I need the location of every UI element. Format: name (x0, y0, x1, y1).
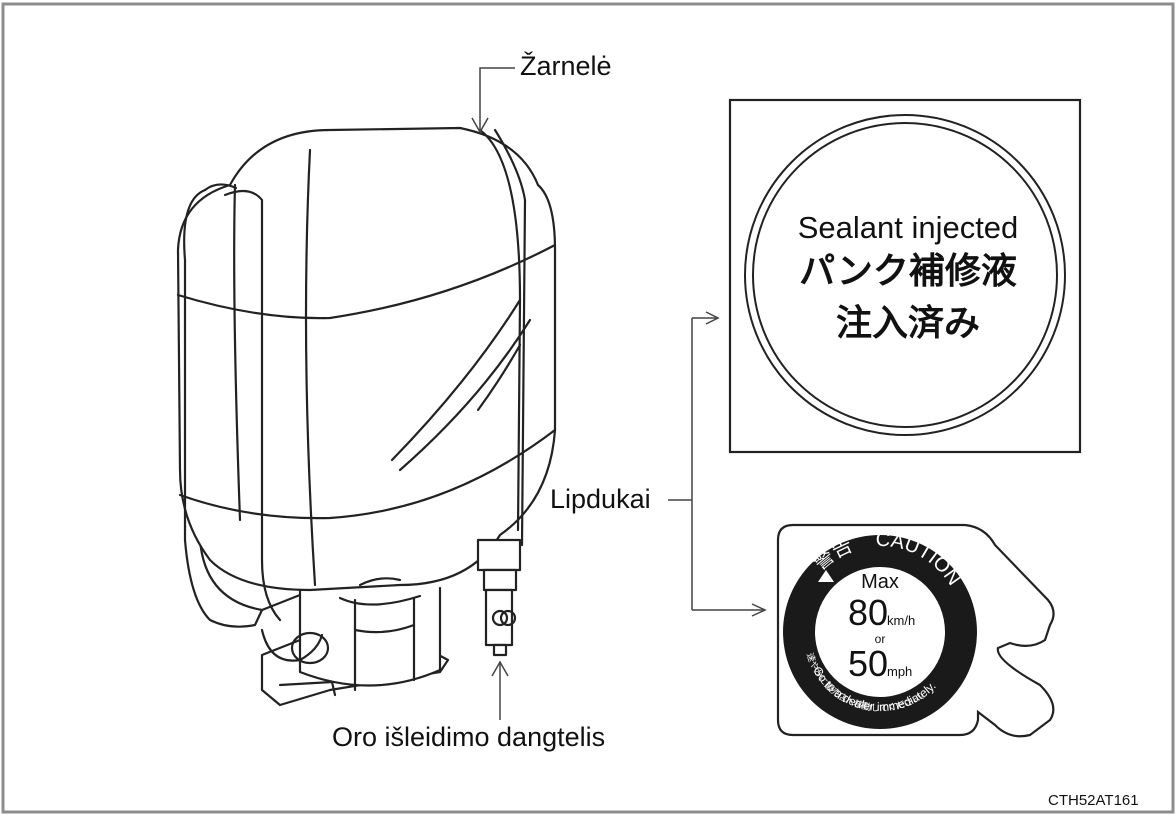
stickers-leader (668, 311, 767, 617)
vent-cap-label: Oro išleidimo dangtelis (332, 722, 606, 752)
caution-speed-2: 50 (848, 643, 888, 684)
hose-label: Žarnelė (520, 51, 612, 81)
sealant-bottle (176, 126, 557, 707)
sealant-text-2: パンク補修液 (799, 251, 1017, 292)
sealant-text-1: Sealant injected (798, 210, 1019, 245)
caution-or: or (875, 632, 886, 646)
figure-code: CTH52AT161 (1048, 792, 1139, 809)
caution-sticker-inner (815, 567, 945, 697)
stickers-label: Lipdukai (550, 484, 651, 514)
warning-triangle-icon (818, 570, 834, 582)
caution-unit-2: mph (887, 664, 912, 679)
caution-max: Max (861, 571, 899, 593)
caution-unit-1: km/h (887, 613, 915, 628)
vent-cap-leader (491, 660, 509, 720)
sealant-text-3: 注入済み (836, 303, 980, 344)
hose-leader (471, 67, 515, 134)
sealant-sticker-inner-ring (752, 122, 1058, 428)
caution-speed-1: 80 (848, 592, 888, 633)
